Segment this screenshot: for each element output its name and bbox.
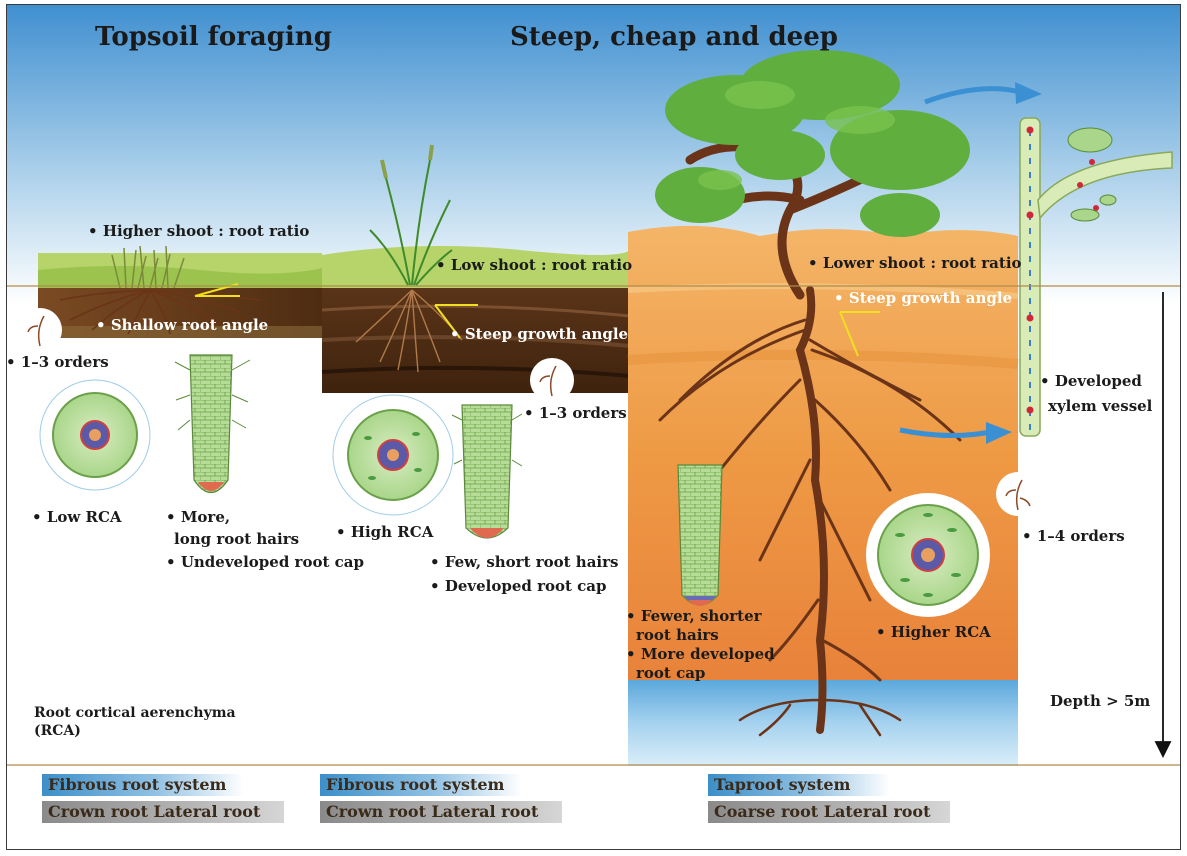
root-tip-icon [174, 354, 251, 494]
root-tip-icon [451, 404, 523, 539]
label-lower-shoot-root-ratio: Lower shoot : root ratio [808, 254, 1022, 272]
wheat-plant-icon [369, 144, 453, 286]
label-more-developed: More developed [626, 645, 775, 663]
root-types-label-2: Crown root Lateral root [320, 801, 562, 823]
root-order-icon [18, 308, 62, 352]
label-long-root-hairs: long root hairs [174, 530, 300, 548]
label-low-shoot-root-ratio: Low shoot : root ratio [436, 256, 632, 274]
xylem-vessel-icon [1019, 117, 1173, 437]
middle-steep-roots [355, 289, 463, 373]
depth-arrow-icon [1154, 292, 1172, 759]
label-root-cap: root cap [636, 664, 706, 682]
right-angle-guide [839, 311, 880, 357]
label-higher-shoot-root-ratio: Higher shoot : root ratio [88, 222, 310, 240]
label-shallow-root-angle: Shallow root angle [96, 316, 268, 334]
root-cross-section-icon [866, 493, 990, 617]
label-few-short-root-hairs: Few, short root hairs [430, 553, 619, 571]
tree-icon [655, 50, 970, 300]
label-more-hairs: More, [166, 508, 230, 526]
label-low-rca: Low RCA [32, 508, 122, 526]
label-developed-root-cap: Developed root cap [430, 577, 607, 595]
root-tip-icon [677, 464, 723, 606]
label-fewer-shorter: Fewer, shorter [626, 607, 762, 625]
left-shallow-roots [59, 289, 261, 335]
root-types-label-1: Crown root Lateral root [42, 801, 284, 823]
grass-tuft-icon [111, 245, 185, 289]
label-rca-definition: Root cortical aerenchyma [34, 705, 236, 721]
root-cross-section-icon [332, 394, 454, 516]
blue-arrow-icon [899, 82, 1042, 444]
label-right-steep-growth-angle: Steep growth angle [834, 289, 1012, 307]
root-system-label-3: Taproot system [708, 774, 890, 796]
title-topsoil-foraging: Topsoil foraging [95, 22, 332, 52]
label-developed: Developed [1040, 372, 1142, 390]
label-higher-rca: Higher RCA [876, 623, 991, 641]
label-xylem-vessel: xylem vessel [1048, 397, 1153, 415]
title-steep-cheap-deep: Steep, cheap and deep [510, 22, 838, 52]
label-undeveloped-root-cap: Undeveloped root cap [166, 553, 364, 571]
label-middle-orders: 1–3 orders [524, 404, 627, 422]
root-types-label-3: Coarse root Lateral root [708, 801, 950, 823]
root-order-icon [996, 472, 1040, 516]
label-root-hairs: root hairs [636, 626, 719, 644]
root-system-label-2: Fibrous root system [320, 774, 522, 796]
root-order-icon [530, 358, 574, 402]
root-cross-section-icon [39, 379, 151, 491]
label-left-orders: 1–3 orders [6, 353, 109, 371]
label-high-rca: High RCA [336, 523, 434, 541]
taproot-icon [658, 286, 962, 737]
label-right-orders: 1–4 orders [1022, 527, 1125, 545]
label-middle-steep-growth-angle: Steep growth angle [450, 325, 628, 343]
label-depth: Depth > 5m [1050, 692, 1151, 710]
root-system-label-1: Fibrous root system [42, 774, 244, 796]
label-rca-abbrev: (RCA) [34, 723, 81, 739]
